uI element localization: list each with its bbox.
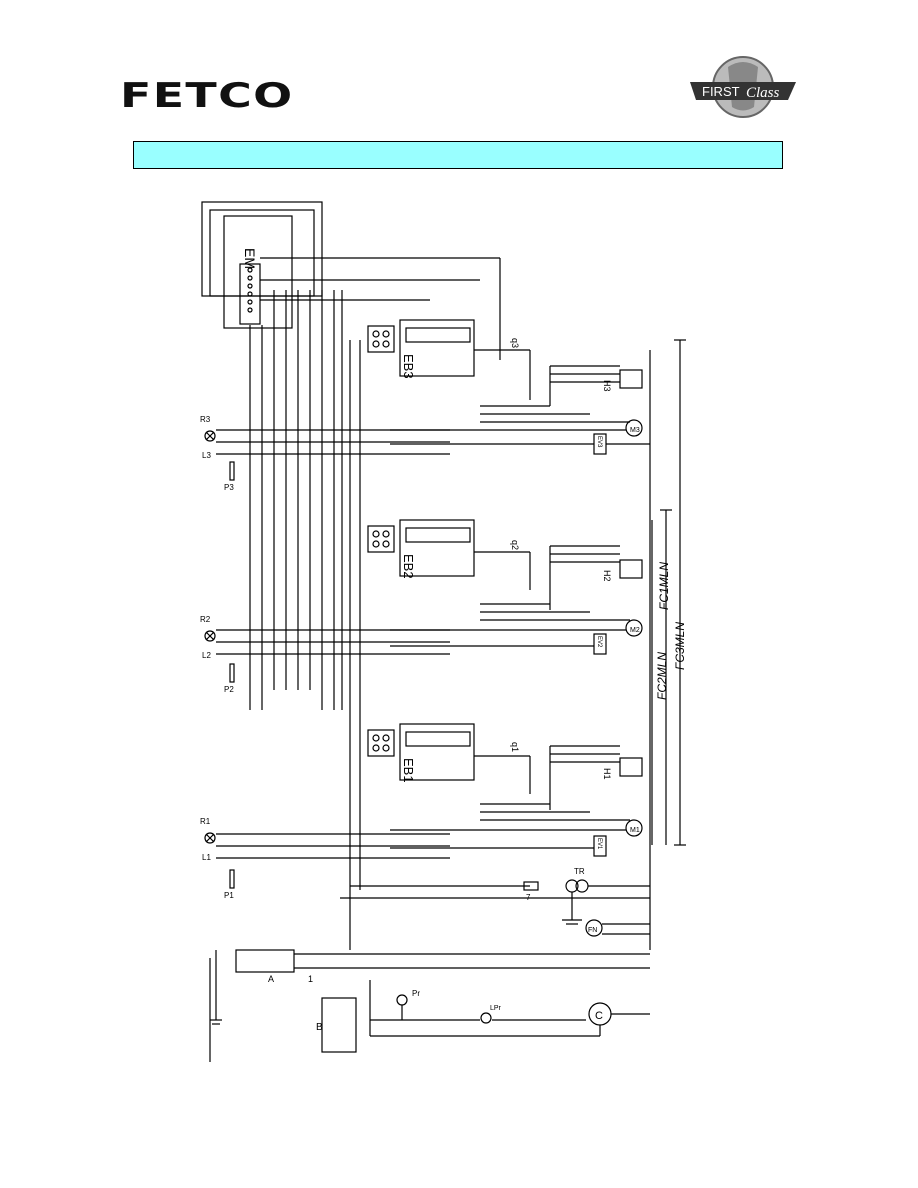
fan-label: FN bbox=[588, 927, 597, 934]
title-bar bbox=[133, 141, 783, 169]
first-class-badge: FIRST Class bbox=[690, 56, 796, 118]
ev2-valve bbox=[593, 633, 607, 655]
fetco-logo: FETCO bbox=[120, 76, 294, 116]
eb1-aux bbox=[367, 729, 395, 757]
q3-label: q3 bbox=[510, 338, 520, 348]
comp-label: C bbox=[595, 1010, 603, 1022]
eb2-label: EB2 bbox=[401, 554, 416, 579]
p3-switch bbox=[229, 461, 235, 481]
p1-switch bbox=[229, 869, 235, 889]
l1-label: L1 bbox=[202, 853, 211, 862]
lpr-label: LPr bbox=[490, 1005, 502, 1012]
r2-label: R2 bbox=[200, 615, 211, 624]
fc2-label: FC2MLN bbox=[655, 652, 669, 700]
m1-motor bbox=[625, 819, 643, 837]
q1-label: q1 bbox=[510, 742, 520, 752]
l2-label: L2 bbox=[202, 651, 211, 660]
em-box bbox=[223, 215, 293, 329]
wiring-diagram: EM EB3 q3 H3 M3 EV3 bbox=[200, 201, 687, 1062]
ev3-label: EV3 bbox=[596, 436, 602, 448]
ev1-valve bbox=[593, 835, 607, 857]
em-connector bbox=[239, 263, 261, 325]
h3-label: H3 bbox=[602, 380, 612, 392]
lpr-lamp bbox=[480, 1012, 492, 1024]
m3-motor bbox=[625, 419, 643, 437]
r3-label: R3 bbox=[200, 415, 211, 424]
eb3-label: EB3 bbox=[401, 354, 416, 379]
b-label: B bbox=[316, 1022, 323, 1033]
eb1-label: EB1 bbox=[401, 758, 416, 783]
fc3-label: FC3MLN bbox=[673, 622, 687, 670]
h2-heater bbox=[619, 559, 643, 579]
ev1-label: EV1 bbox=[596, 838, 602, 850]
r1-label: R1 bbox=[200, 817, 211, 826]
p2-switch bbox=[229, 663, 235, 683]
ev2-label: EV2 bbox=[596, 636, 602, 648]
eb3-box bbox=[399, 319, 475, 377]
h1-heater bbox=[619, 757, 643, 777]
main-switch-a bbox=[235, 949, 295, 973]
badge-class-text: Class bbox=[746, 85, 780, 101]
a-label: A bbox=[268, 974, 274, 984]
p2-label: P2 bbox=[224, 685, 234, 694]
h3-heater bbox=[619, 369, 643, 389]
m2-motor bbox=[625, 619, 643, 637]
em-label: EM bbox=[242, 248, 258, 269]
m1-label: M1 bbox=[630, 827, 640, 834]
p1-label: P1 bbox=[224, 891, 234, 900]
l1-lamp bbox=[204, 832, 216, 844]
fc1-label: FC1MLN bbox=[657, 562, 671, 610]
h2-label: H2 bbox=[602, 570, 612, 582]
eb3-aux bbox=[367, 325, 395, 353]
tr-label: TR bbox=[574, 867, 585, 876]
fuse-b bbox=[321, 997, 357, 1053]
badge-first-text: FIRST bbox=[702, 84, 740, 99]
m2-label: M2 bbox=[630, 627, 640, 634]
q2-label: q2 bbox=[510, 540, 520, 550]
pr-label: Pr bbox=[412, 989, 420, 998]
l3-label: L3 bbox=[202, 451, 211, 460]
eb1-box bbox=[399, 723, 475, 781]
eb2-box bbox=[399, 519, 475, 577]
l2-lamp bbox=[204, 630, 216, 642]
fan-motor bbox=[585, 919, 603, 937]
m3-label: M3 bbox=[630, 427, 640, 434]
h1-label: H1 bbox=[602, 768, 612, 780]
p3-label: P3 bbox=[224, 483, 234, 492]
one-label: 1 bbox=[308, 974, 313, 984]
l3-lamp bbox=[204, 430, 216, 442]
eb2-aux bbox=[367, 525, 395, 553]
pressure-switch bbox=[396, 994, 408, 1006]
